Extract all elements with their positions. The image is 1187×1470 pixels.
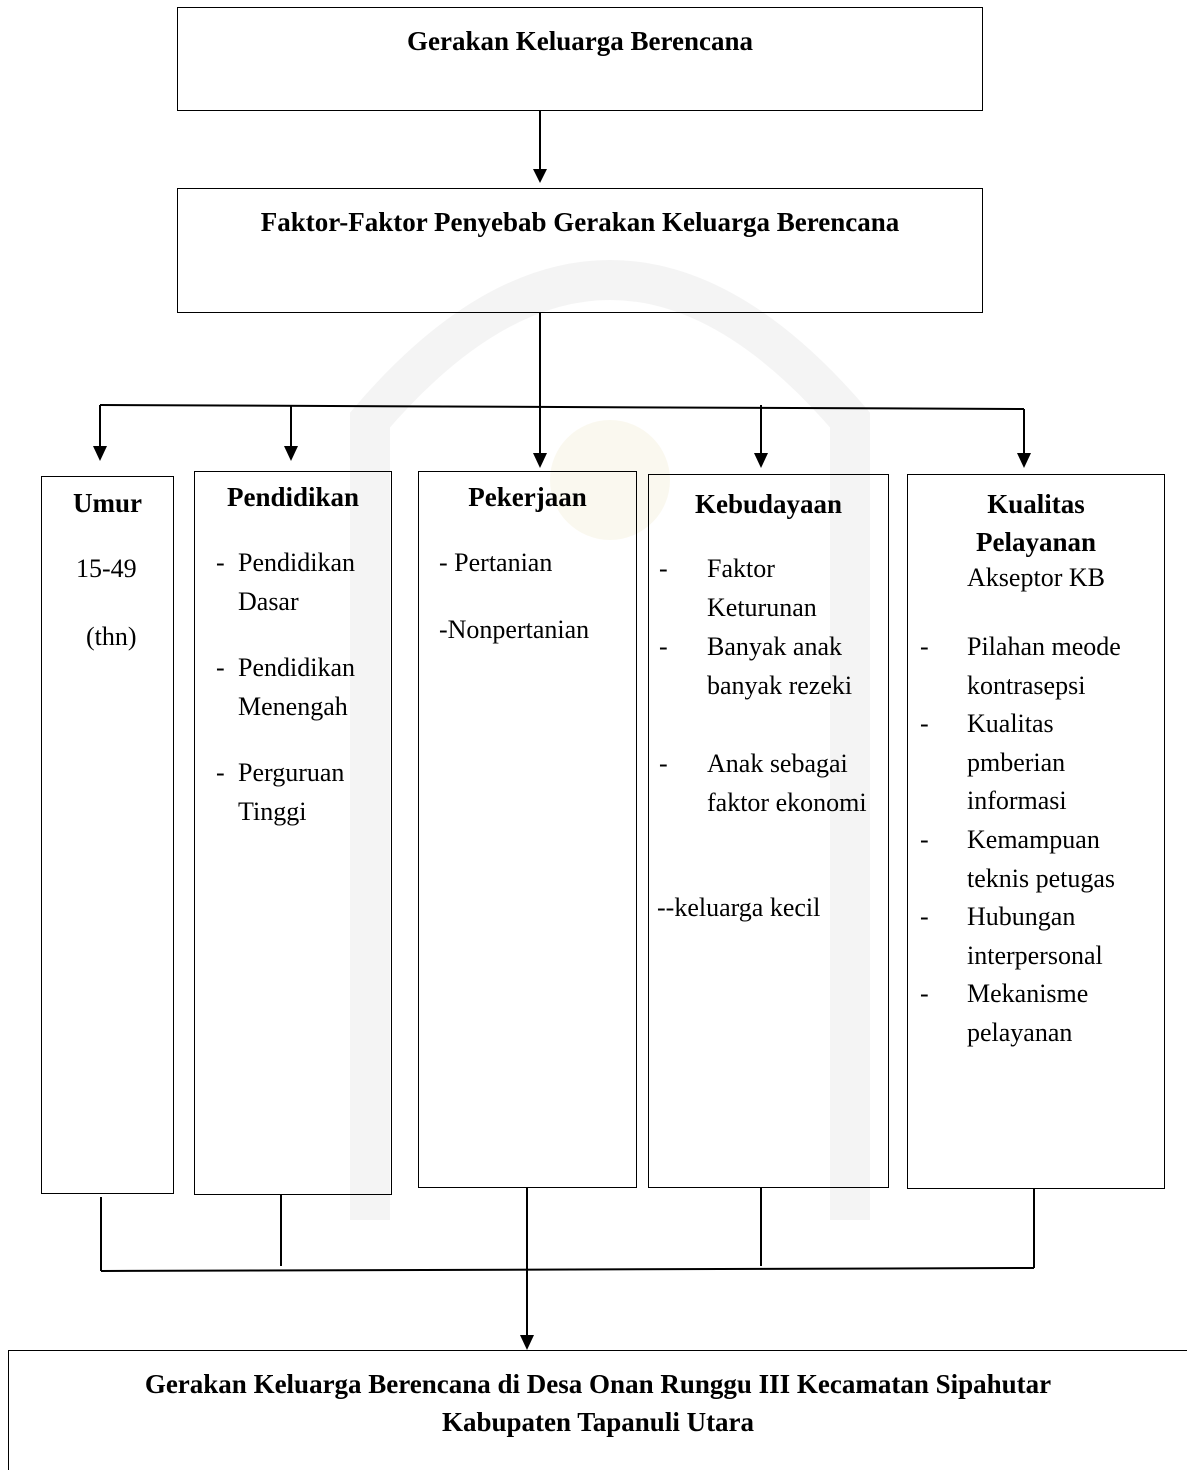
- arrow-down-icon: [1017, 453, 1031, 468]
- kualitas-title: Kualitas: [987, 489, 1085, 519]
- list-item: - Mekanisme pelayanan: [920, 979, 1089, 1047]
- kebudayaan-extra: --keluarga kecil: [657, 893, 821, 922]
- list-item: - Pilahan meode kontrasepsi: [920, 632, 1121, 700]
- list-item: - Hubungan interpersonal: [920, 902, 1103, 970]
- umur-range: 15-49: [76, 554, 137, 583]
- kebudayaan-box: Kebudayaan - Faktor Keturunan - Banyak a…: [648, 474, 889, 1188]
- list-item: - Kualitas pmberian informasi: [920, 709, 1067, 815]
- factors-box: Faktor-Faktor Penyebab Gerakan Keluarga …: [177, 188, 983, 313]
- bottom-box-title-2: Kabupaten Tapanuli Utara: [441, 1407, 755, 1437]
- arrow-down-icon: [93, 446, 107, 461]
- pendidikan-title: Pendidikan: [226, 482, 360, 512]
- arrow-down-icon: [533, 169, 547, 183]
- umur-title: Umur: [73, 488, 142, 518]
- bottom-box: Gerakan Keluarga Berencana di Desa Onan …: [8, 1350, 1187, 1470]
- pendidikan-box: Pendidikan - Pendidikan Dasar - Pendidik…: [194, 471, 392, 1195]
- list-item: -Nonpertanian: [439, 615, 590, 644]
- arrow-down-icon: [520, 1335, 534, 1350]
- list-item: - Pertanian: [439, 548, 553, 577]
- kualitas-subtitle: Akseptor KB: [967, 563, 1105, 592]
- list-item: - Anak sebagai faktor ekonomi: [659, 749, 867, 817]
- list-item: - Perguruan Tinggi: [216, 758, 345, 826]
- umur-box: Umur 15-49 (thn): [41, 476, 174, 1194]
- arrow-down-icon: [533, 453, 547, 468]
- pekerjaan-title: Pekerjaan: [468, 482, 587, 512]
- list-item: - Faktor Keturunan: [659, 554, 817, 622]
- factors-box-title: Faktor-Faktor Penyebab Gerakan Keluarga …: [260, 207, 900, 237]
- umur-unit: (thn): [86, 622, 137, 651]
- kebudayaan-title: Kebudayaan: [694, 489, 843, 519]
- kualitas-title-2: Pelayanan: [975, 527, 1096, 557]
- pekerjaan-box: Pekerjaan - Pertanian -Nonpertanian: [418, 471, 637, 1188]
- list-item: - Banyak anak banyak rezeki: [659, 632, 853, 700]
- university-seal-watermark: [350, 260, 870, 1220]
- arrow-down-icon: [754, 453, 768, 468]
- list-item: - Kemampuan teknis petugas: [920, 825, 1116, 893]
- arrow-down-icon: [284, 446, 298, 461]
- top-box-title: Gerakan Keluarga Berencana: [407, 26, 753, 56]
- list-item: - Pendidikan Menengah: [216, 653, 355, 721]
- kualitas-box: Kualitas Pelayanan Akseptor KB - Pilahan…: [907, 474, 1165, 1189]
- bottom-box-title: Gerakan Keluarga Berencana di Desa Onan …: [144, 1369, 1052, 1399]
- top-box: Gerakan Keluarga Berencana: [177, 7, 983, 111]
- list-item: - Pendidikan Dasar: [216, 548, 355, 616]
